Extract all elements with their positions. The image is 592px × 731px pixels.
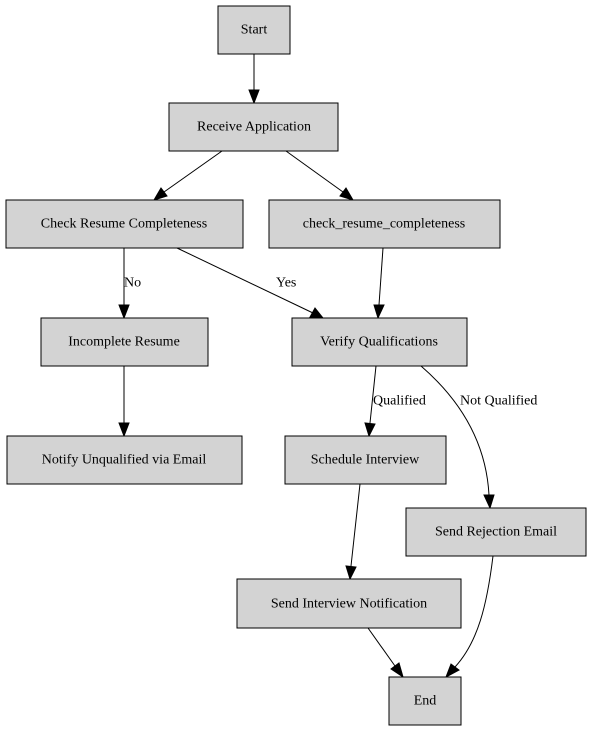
- node-check-resume-completeness-code-label: check_resume_completeness: [303, 217, 466, 232]
- edge-check-code-to-verify: [373, 247, 385, 320]
- edge-verify-to-reject: [420, 365, 495, 510]
- edge-receive-to-check-code: [285, 150, 355, 201]
- node-send-rejection-email-label: Send Rejection Email: [435, 525, 557, 540]
- edge-start-to-receive: [248, 54, 260, 105]
- node-start-label: Start: [241, 23, 268, 38]
- edge-check-to-verify: [176, 247, 325, 319]
- edge-notification-to-end: [367, 627, 404, 679]
- node-send-rejection-email: Send Rejection Email: [405, 507, 587, 557]
- node-notify-unqualified: Notify Unqualified via Email: [6, 435, 243, 485]
- edge-label-no: No: [124, 276, 141, 291]
- node-incomplete-resume: Incomplete Resume: [40, 317, 209, 367]
- node-check-resume-completeness: Check Resume Completeness: [5, 199, 244, 249]
- edge-verify-to-schedule: [364, 365, 377, 438]
- node-verify-qualifications: Verify Qualifications: [291, 317, 468, 367]
- node-check-resume-completeness-code: check_resume_completeness: [268, 199, 501, 249]
- edge-reject-to-end: [445, 555, 494, 679]
- edge-incomplete-to-notify: [118, 366, 130, 438]
- node-schedule-interview: Schedule Interview: [284, 435, 447, 485]
- edge-schedule-to-notification: [345, 483, 361, 581]
- node-end: End: [388, 676, 462, 726]
- node-receive-application-label: Receive Application: [197, 120, 311, 135]
- edge-label-qualified: Qualified: [373, 394, 426, 409]
- edge-label-not-qualified: Not Qualified: [460, 394, 537, 409]
- node-schedule-interview-label: Schedule Interview: [311, 453, 420, 468]
- node-incomplete-resume-label: Incomplete Resume: [68, 335, 180, 350]
- node-receive-application: Receive Application: [168, 102, 339, 152]
- node-send-interview-notification-label: Send Interview Notification: [271, 597, 427, 612]
- node-notify-unqualified-label: Notify Unqualified via Email: [42, 453, 207, 468]
- node-start: Start: [217, 5, 291, 55]
- node-send-interview-notification: Send Interview Notification: [236, 578, 462, 629]
- edge-receive-to-check: [152, 150, 223, 201]
- node-end-label: End: [414, 694, 437, 709]
- node-verify-qualifications-label: Verify Qualifications: [320, 335, 438, 350]
- edge-label-yes: Yes: [276, 276, 296, 291]
- edge-check-to-incomplete: [118, 248, 130, 320]
- node-check-resume-completeness-label: Check Resume Completeness: [41, 217, 207, 232]
